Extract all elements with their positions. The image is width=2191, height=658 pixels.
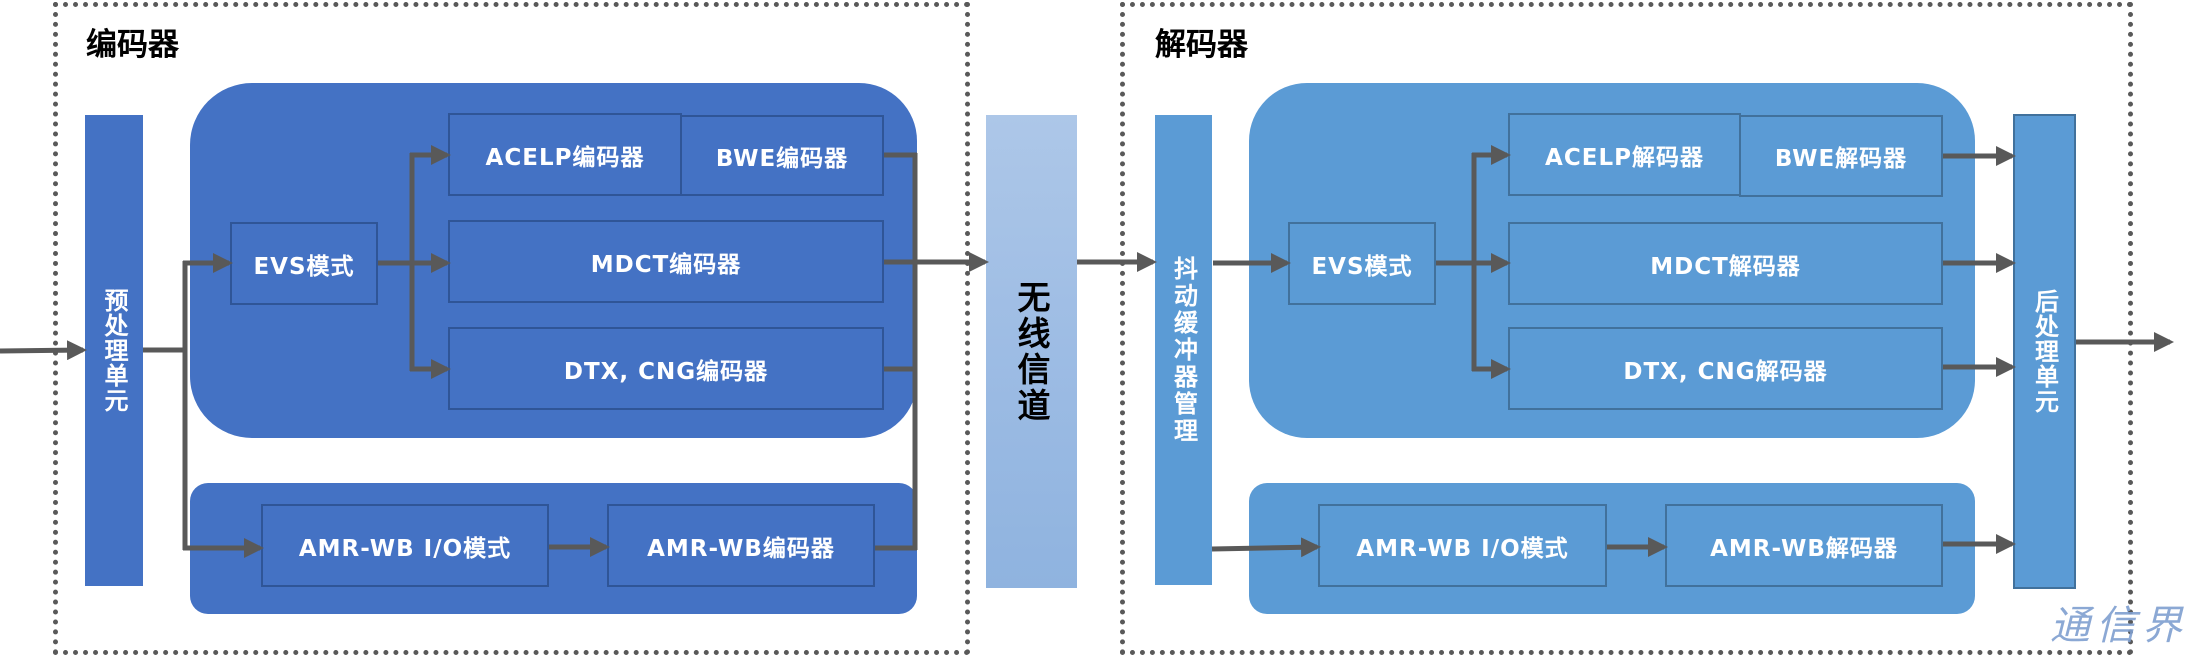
- decoder-frame: [1120, 2, 2133, 655]
- mdct-encoder[interactable]: MDCT编码器: [448, 220, 884, 303]
- postprocess-unit-label: 后处理单元: [2030, 289, 2059, 414]
- dtx-cng-decoder[interactable]: DTX, CNG解码器: [1508, 327, 1943, 410]
- encoder-amrwb-io-mode[interactable]: AMR-WB I/O模式: [261, 504, 549, 587]
- bwe-decoder[interactable]: BWE解码器: [1739, 115, 1943, 197]
- jitter-buffer-label: 抖动缓冲器管理: [1169, 255, 1198, 445]
- encoder-evs-mode[interactable]: EVS模式: [230, 222, 378, 305]
- decoder-evs-mode[interactable]: EVS模式: [1288, 222, 1436, 305]
- jitter-buffer-management[interactable]: 抖动缓冲器管理: [1155, 115, 1212, 585]
- decoder-amrwb-io-mode[interactable]: AMR-WB I/O模式: [1318, 504, 1607, 587]
- watermark: 通信界: [2050, 603, 2188, 649]
- preprocess-unit[interactable]: 预处理单元: [85, 115, 143, 586]
- mdct-decoder[interactable]: MDCT解码器: [1508, 222, 1943, 305]
- decoder-title: 解码器: [1155, 27, 1248, 63]
- postprocess-unit[interactable]: 后处理单元: [2013, 114, 2076, 589]
- encoder-title: 编码器: [86, 27, 179, 63]
- wireless-channel-label: 无线信道: [1012, 279, 1051, 424]
- wireless-channel[interactable]: 无线信道: [986, 115, 1077, 588]
- encoder-frame: [53, 2, 970, 655]
- bwe-encoder[interactable]: BWE编码器: [680, 115, 884, 196]
- acelp-decoder[interactable]: ACELP解码器: [1508, 113, 1741, 196]
- dtx-cng-encoder[interactable]: DTX, CNG编码器: [448, 327, 884, 410]
- acelp-encoder[interactable]: ACELP编码器: [448, 113, 682, 196]
- amrwb-encoder[interactable]: AMR-WB编码器: [607, 504, 875, 587]
- amrwb-decoder[interactable]: AMR-WB解码器: [1665, 504, 1943, 587]
- preprocess-unit-label: 预处理单元: [100, 288, 128, 413]
